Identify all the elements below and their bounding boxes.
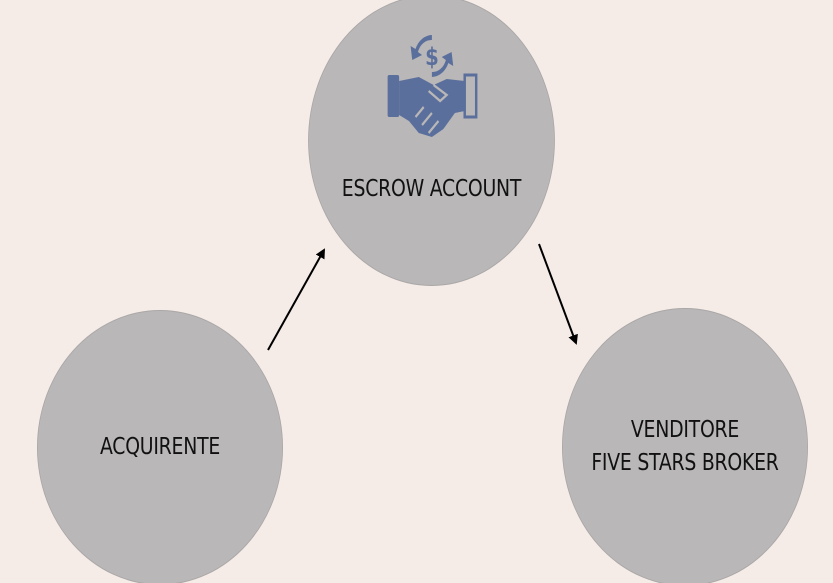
svg-text:$: $ [425, 44, 438, 71]
handshake-money-icon: $ [387, 35, 478, 137]
buyer-label: ACQUIRENTE [99, 434, 221, 460]
buyer-node: ACQUIRENTE [37, 310, 283, 583]
arrow-escrow-to-seller [538, 243, 578, 345]
arrow-buyer-to-escrow [267, 248, 325, 351]
seller-label-line1: VENDITORE [630, 417, 740, 443]
seller-label-line2: FIVE STARS BROKER [591, 450, 779, 476]
escrow-account-node: $ ESCROW ACCOUNT [308, 0, 555, 286]
escrow-account-label: ESCROW ACCOUNT [341, 176, 522, 202]
seller-node: VENDITORE FIVE STARS BROKER [562, 308, 808, 583]
